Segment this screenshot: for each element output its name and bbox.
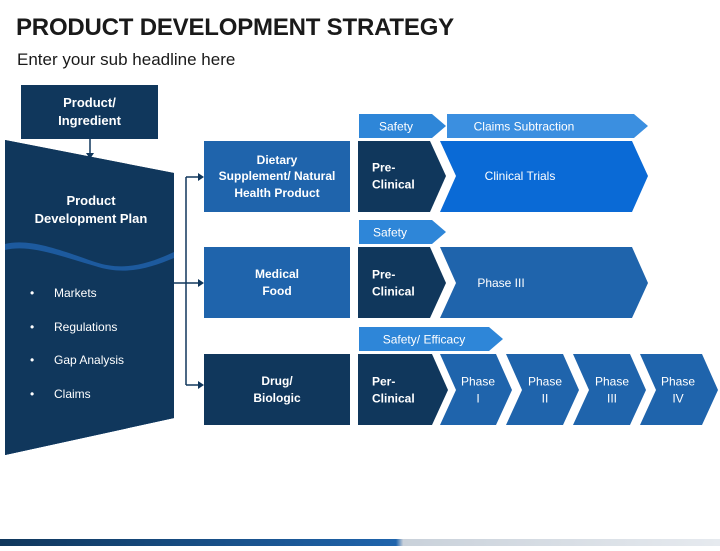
arrowhead-row-3 (198, 381, 204, 389)
stage-shape-row-1-2 (440, 141, 648, 212)
plan-bullet-item: •Gap Analysis (30, 353, 125, 367)
stage-shape-row-3-1 (358, 354, 448, 425)
banner-safety-row-2 (359, 220, 446, 244)
category-label: Medical Food (254, 267, 299, 298)
stage-shape-row-2-1 (358, 247, 446, 318)
stage-label-row-2-2: Phase III (477, 276, 524, 290)
banner-label-row-1-1: Safety (379, 120, 413, 134)
branch-connector (174, 176, 198, 386)
stage-shape-row-2-2 (440, 247, 648, 318)
stage-label-row-3-1: Per-Clinical (372, 375, 415, 406)
banner-label-row-3-1: Safety/ Efficacy (383, 333, 465, 347)
plan-panel (5, 140, 174, 273)
plan-bullet-list: •Markets •Regulations •Gap Analysis •Cla… (30, 286, 124, 420)
stage-shape-row-3-5 (640, 354, 718, 425)
banner-safety-efficacy-row-3 (359, 327, 503, 351)
banner-label-row-2-1: Safety (373, 226, 407, 240)
plan-bullet-item: •Claims (30, 386, 91, 401)
banner-label-row-1-2: Claims Subtraction (474, 120, 575, 134)
banner-safety-row-1 (359, 114, 446, 138)
arrowhead-row-2 (198, 279, 204, 287)
category-box-medical-food: Medical Food (204, 247, 350, 318)
page-title: PRODUCT DEVELOPMENT STRATEGY (16, 14, 454, 41)
stage-label-row-2-1: Pre-Clinical (372, 268, 415, 299)
stage-shape-row-3-4 (573, 354, 646, 425)
stage-shape-row-3-3 (506, 354, 579, 425)
plan-bullet-item: •Markets (30, 286, 97, 300)
category-box-drug-biologic: Drug/ Biologic (204, 354, 350, 425)
plan-title: Product Development Plan (34, 193, 148, 226)
product-ingredient-box: Product/ Ingredient (21, 85, 158, 139)
category-label: Drug/ Biologic (253, 374, 301, 405)
product-ingredient-label: Product/ Ingredient (58, 95, 121, 128)
page-subtitle: Enter your sub headline here (17, 50, 236, 69)
stage-shape-row-3-2 (440, 354, 512, 425)
plan-bullet-item: •Regulations (30, 319, 118, 334)
stage-label-row-1-2: Clinical Trials (485, 169, 556, 183)
stage-label-row-1-1: Pre-Clinical (372, 161, 415, 192)
arrowhead-row-1 (198, 173, 204, 181)
arrowhead-source-plan (86, 153, 94, 159)
stage-shape-row-1-1 (358, 141, 446, 212)
banner-claims-row-1 (447, 114, 648, 138)
footer-bar (0, 533, 720, 546)
category-label: Dietary Supplement/ Natural Health Produ… (218, 153, 336, 200)
footer-gradient (0, 539, 720, 546)
plan-panel-lower (5, 248, 174, 455)
category-box-dietary: Dietary Supplement/ Natural Health Produ… (204, 141, 350, 212)
